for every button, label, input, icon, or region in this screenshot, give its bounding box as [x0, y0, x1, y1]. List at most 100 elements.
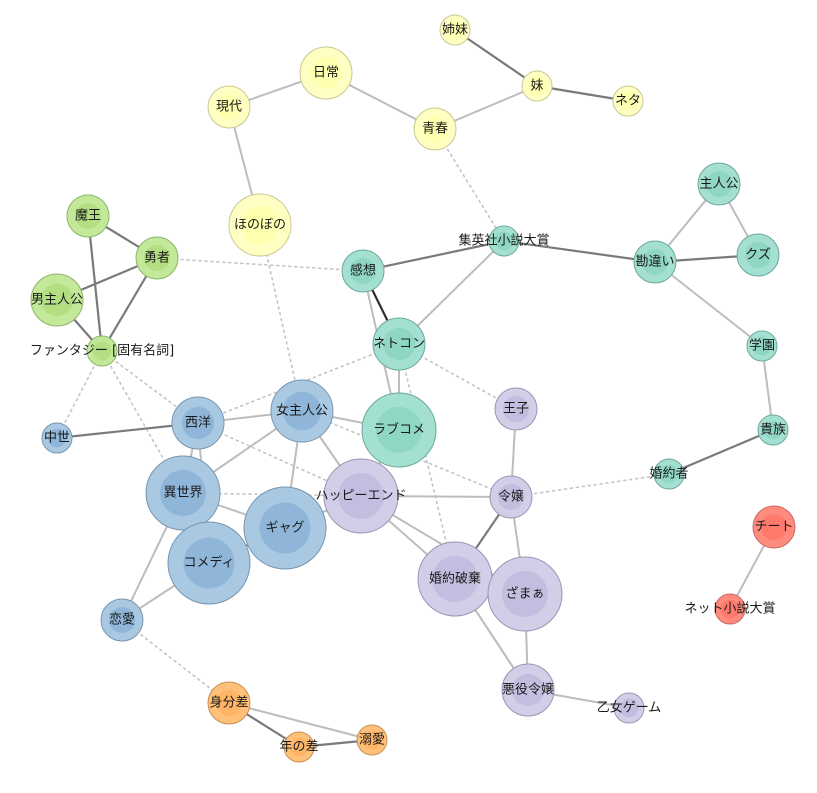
node-core: [502, 395, 530, 423]
edge-renai-mibunsa: [121, 619, 230, 704]
node-core: [445, 20, 465, 40]
node-label: ハッピーエンド: [315, 489, 406, 504]
node-kansou[interactable]: 感想: [341, 249, 385, 293]
node-happyend[interactable]: ハッピーエンド: [315, 458, 407, 534]
node-kizoku[interactable]: 貴族: [757, 414, 789, 446]
node-otokoshujinkou[interactable]: 男主人公: [30, 273, 84, 327]
edge-mibunsa-dekiai: [228, 702, 373, 741]
node-neta[interactable]: ネタ: [612, 85, 644, 117]
node-label: ギャグ: [265, 521, 304, 536]
node-ouji[interactable]: 王子: [494, 387, 538, 431]
node-seiyou[interactable]: 西洋: [171, 396, 225, 450]
node-label: 西洋: [185, 416, 211, 431]
node-core: [181, 406, 215, 440]
node-label: 集英社小説大賞: [458, 233, 549, 249]
node-label: ネット小説大賞: [684, 601, 775, 617]
edge-seiyou-happyend: [197, 422, 362, 497]
node-fantasy[interactable]: ファンタジー [固有名詞]: [30, 335, 174, 367]
edge-shueisha-kansou: [361, 239, 506, 273]
node-core: [752, 336, 772, 356]
node-core: [720, 599, 740, 619]
node-label: ラブコメ: [373, 422, 425, 438]
node-imouto[interactable]: 妹: [521, 70, 553, 102]
node-label: 異世界: [163, 486, 202, 501]
node-isekai[interactable]: 異世界: [145, 455, 221, 531]
node-label: 王子: [503, 402, 529, 417]
node-core: [259, 502, 311, 554]
node-label: ネトコン: [373, 337, 425, 352]
node-label: ざまぁ: [505, 586, 544, 602]
node-akuyakureijou[interactable]: 悪役令嬢: [501, 663, 555, 717]
node-label: 身分差: [209, 695, 248, 711]
node-label: 令嬢: [498, 490, 524, 505]
node-core: [40, 283, 74, 317]
node-core: [47, 428, 67, 448]
node-kuzu[interactable]: クズ: [736, 233, 780, 277]
node-core: [143, 244, 171, 272]
node-label: 女主人公: [276, 403, 328, 419]
edge-netcon-ouji: [398, 343, 517, 410]
edge-fantasy-seiyou: [101, 350, 199, 424]
node-label: 婚約者: [649, 467, 688, 482]
edge-shimai-imouto: [453, 28, 539, 88]
node-toshinosa[interactable]: 年の差: [279, 731, 319, 763]
node-core: [511, 673, 545, 707]
node-label: クズ: [745, 247, 771, 263]
node-core: [240, 205, 280, 245]
node-core: [382, 327, 416, 361]
node-onnashujinkou[interactable]: 女主人公: [270, 379, 334, 443]
edge-honobono-onnashujinkou: [259, 224, 303, 412]
node-label: 勇者: [144, 251, 170, 266]
node-seishun[interactable]: 青春: [413, 107, 457, 151]
node-gakuen[interactable]: 学園: [746, 330, 778, 362]
node-reijou[interactable]: 令嬢: [489, 475, 533, 519]
node-core: [183, 537, 235, 589]
node-otomegame[interactable]: 乙女ゲーム: [597, 692, 662, 724]
edge-seishun-shueisha: [434, 128, 505, 242]
node-label: 学園: [749, 338, 775, 354]
node-dekiai[interactable]: 溺愛: [356, 724, 388, 756]
node-label: ほのぼの: [234, 218, 286, 233]
node-zamaa[interactable]: ざまぁ: [487, 556, 563, 632]
node-shujinkou[interactable]: 主人公: [697, 162, 741, 206]
edge-kanchigai-shueisha: [502, 239, 657, 264]
node-konyakuhaki[interactable]: 婚約破棄: [417, 541, 493, 617]
node-label: 感想: [350, 263, 376, 279]
node-gag[interactable]: ギャグ: [243, 486, 327, 570]
node-konyakusha[interactable]: 婚約者: [649, 458, 689, 490]
node-nichijou[interactable]: 日常: [299, 46, 353, 100]
node-core: [338, 473, 384, 519]
node-mibunsa[interactable]: 身分差: [207, 681, 251, 725]
node-label: 乙女ゲーム: [597, 700, 662, 716]
node-chuusei[interactable]: 中世: [41, 422, 73, 454]
node-honobono[interactable]: ほのぼの: [228, 193, 292, 257]
node-shimai[interactable]: 姉妹: [439, 14, 471, 46]
node-core: [744, 241, 772, 269]
node-core: [421, 115, 449, 143]
node-maou[interactable]: 魔王: [66, 194, 110, 238]
node-core: [527, 76, 547, 96]
node-gendai[interactable]: 現代: [207, 85, 251, 129]
node-netnovel[interactable]: ネット小説大賞: [684, 593, 776, 625]
node-label: 日常: [313, 66, 339, 81]
node-romcom[interactable]: ラブコメ: [361, 392, 437, 468]
node-core: [494, 231, 514, 251]
node-comedy[interactable]: コメディ: [167, 521, 251, 605]
node-label: 勘違い: [635, 255, 674, 270]
node-core: [215, 689, 243, 717]
node-yuusha[interactable]: 勇者: [135, 236, 179, 280]
edge-onnashujinkou-reijou: [301, 410, 512, 498]
node-core: [289, 737, 309, 757]
node-netcon[interactable]: ネトコン: [372, 317, 426, 371]
edge-yuusha-kansou: [156, 257, 364, 272]
node-cheat[interactable]: チート: [752, 505, 796, 549]
edge-fantasy-chuusei: [56, 350, 103, 439]
node-shueisha[interactable]: 集英社小説大賞: [458, 225, 550, 257]
node-label: 男主人公: [31, 293, 83, 308]
node-core: [362, 730, 382, 750]
node-renai[interactable]: 恋愛: [100, 598, 144, 642]
node-label: 恋愛: [109, 612, 135, 628]
node-kanchigai[interactable]: 勘違い: [633, 240, 677, 284]
